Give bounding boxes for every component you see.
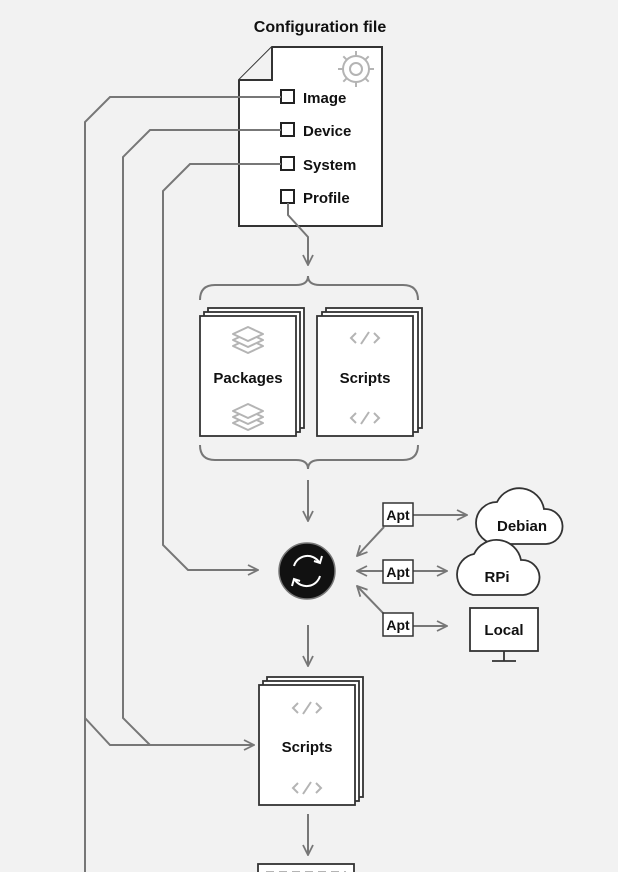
bottom-brace: [199, 444, 419, 470]
packages-stack: Packages: [199, 307, 305, 437]
scripts-label: Scripts: [340, 370, 391, 387]
debian-cloud: Debian: [475, 487, 564, 545]
apt-box-debian: Apt: [382, 502, 414, 527]
svg-text:Apt: Apt: [386, 617, 410, 633]
image-line: [84, 96, 281, 872]
code-icon: [349, 411, 381, 425]
checkbox-system: [280, 156, 295, 171]
device-line: [122, 129, 281, 746]
diagram-title: Configuration file: [254, 19, 387, 36]
code-icon: [291, 701, 323, 715]
sync-icon: [278, 542, 336, 600]
packages-label: Packages: [213, 370, 282, 387]
checkbox-image: [280, 89, 295, 104]
code-icon: [349, 331, 381, 345]
profile-line: [287, 203, 308, 265]
checkbox-device: [280, 122, 295, 137]
cloud-icon: [475, 487, 564, 545]
image-to-scripts-line: [84, 717, 254, 745]
scripts-stack: Scripts: [316, 307, 423, 437]
local-monitor: Local: [469, 607, 539, 662]
svg-text:Apt: Apt: [386, 564, 410, 580]
svg-text:Apt: Apt: [386, 507, 410, 523]
code-icon: [291, 781, 323, 795]
system-line: [162, 163, 281, 570]
apt-arrows: [357, 515, 467, 626]
next-box-partial: [257, 863, 355, 872]
checkbox-profile: [280, 189, 295, 204]
scripts-bottom-label: Scripts: [282, 739, 333, 756]
apt-box-local: Apt: [382, 612, 414, 637]
local-label: Local: [484, 622, 523, 639]
rpi-label: RPi: [484, 569, 509, 586]
configuration-file: Image Device System Profile: [238, 46, 383, 227]
cloud-icon: [456, 539, 541, 596]
monitor-icon: [469, 607, 539, 652]
connector-lines: [84, 96, 308, 872]
config-item-system: System: [303, 157, 356, 174]
layers-icon: [232, 326, 264, 354]
top-brace: [199, 275, 419, 301]
config-item-image: Image: [303, 90, 346, 107]
config-item-profile: Profile: [303, 190, 350, 207]
debian-label: Debian: [497, 518, 547, 535]
scripts-stack-bottom: Scripts: [258, 676, 364, 806]
rpi-cloud: RPi: [456, 539, 541, 596]
gear-icon: [338, 51, 374, 87]
config-item-device: Device: [303, 123, 351, 140]
apt-box-rpi: Apt: [382, 559, 414, 584]
layers-icon: [232, 403, 264, 431]
